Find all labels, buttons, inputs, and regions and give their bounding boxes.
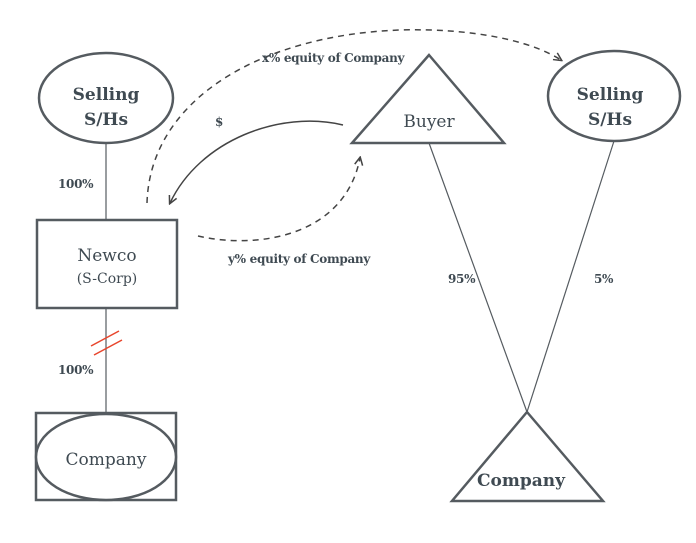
company-left-label: Company [66, 450, 147, 470]
selling-right-to-company-line [526, 140, 615, 413]
buyer-label: Buyer [403, 112, 455, 132]
buyer-node: Buyer [349, 53, 507, 145]
selling-right-line2: S/Hs [588, 110, 632, 130]
company-right-label: Company [477, 471, 566, 491]
x-equity-label: x% equity of Company [262, 51, 406, 65]
selling-shareholders-left: Selling S/Hs [37, 51, 175, 145]
selling-left-line1: Selling [73, 85, 140, 105]
break-mark [90, 330, 123, 356]
selling-right-to-company-pct: 5% [594, 272, 614, 286]
x-equity-arrow [146, 29, 561, 204]
selling-to-newco-pct: 100% [58, 177, 94, 191]
newco-line2: (S-Corp) [77, 271, 138, 287]
y-equity-arrow [197, 158, 360, 242]
company-right-node: Company [449, 410, 606, 503]
newco-line1: Newco [77, 246, 136, 266]
selling-right-line1: Selling [577, 85, 644, 105]
cash-arrow [170, 120, 344, 203]
selling-left-line2: S/Hs [84, 110, 128, 130]
cash-label: $ [215, 115, 223, 129]
newco-node: Newco (S-Corp) [35, 218, 179, 310]
buyer-to-company-pct: 95% [448, 272, 476, 286]
y-equity-label: y% equity of Company [227, 252, 371, 266]
selling-shareholders-right: Selling S/Hs [546, 49, 682, 143]
company-left-node: Company [34, 411, 178, 502]
buyer-to-company-line [428, 142, 528, 413]
newco-to-company-pct: 100% [58, 363, 94, 377]
